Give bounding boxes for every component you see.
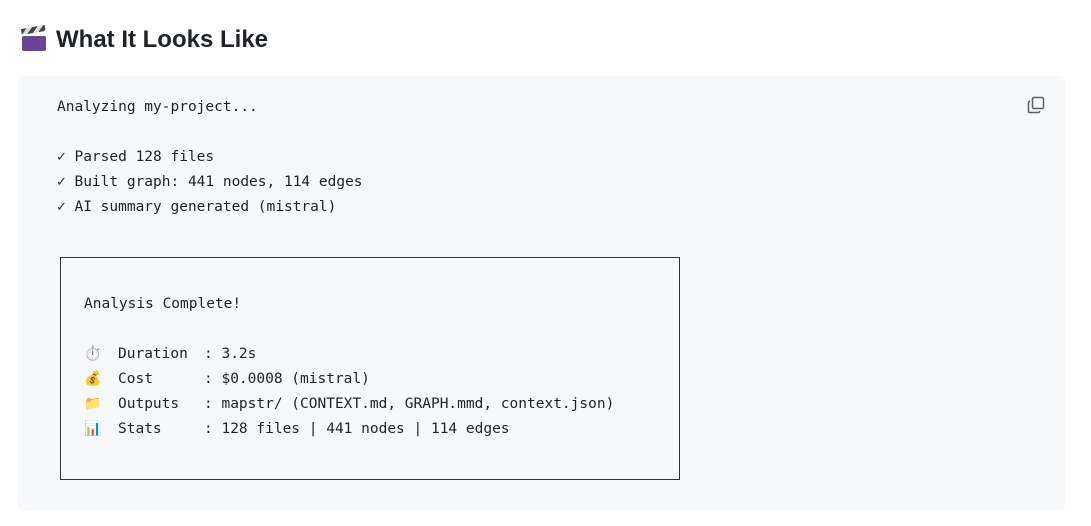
row-value: : mapstr/ (CONTEXT.md, GRAPH.mmd, contex… bbox=[204, 396, 615, 412]
code-block bbox=[18, 76, 1065, 510]
output-line: ✓ Built graph: 441 nodes, 114 edges bbox=[57, 174, 363, 190]
summary-box bbox=[60, 257, 680, 480]
bar-chart-icon: 📊 bbox=[84, 421, 102, 437]
output-line: Analyzing my-project... bbox=[57, 99, 258, 115]
output-line: ✓ Parsed 128 files bbox=[57, 149, 215, 165]
section-heading: What It Looks Like bbox=[20, 24, 269, 54]
clapper-board-icon bbox=[20, 24, 46, 51]
summary-row-stats: 📊 Stats : 128 files | 441 nodes | 114 ed… bbox=[84, 421, 510, 437]
summary-row-duration: ⏱️ Duration : 3.2s bbox=[84, 346, 256, 362]
summary-title: Analysis Complete! bbox=[84, 296, 242, 312]
row-value: : 128 files | 441 nodes | 114 edges bbox=[204, 421, 510, 437]
summary-row-outputs: 📁 Outputs : mapstr/ (CONTEXT.md, GRAPH.m… bbox=[84, 396, 614, 412]
heading-title: What It Looks Like bbox=[56, 26, 269, 53]
copy-icon[interactable] bbox=[1026, 95, 1046, 115]
row-value: : 3.2s bbox=[204, 346, 257, 362]
row-label: Cost bbox=[118, 371, 153, 387]
summary-row-cost: 💰 Cost : $0.0008 (mistral) bbox=[84, 371, 370, 387]
output-line: ✓ AI summary generated (mistral) bbox=[57, 199, 337, 215]
money-bag-icon: 💰 bbox=[84, 371, 102, 387]
row-label: Stats bbox=[118, 421, 162, 437]
row-label: Outputs bbox=[118, 396, 180, 412]
folder-icon: 📁 bbox=[84, 396, 102, 412]
stopwatch-icon: ⏱️ bbox=[84, 346, 102, 362]
row-label: Duration bbox=[118, 346, 188, 362]
row-value: : $0.0008 (mistral) bbox=[204, 371, 370, 387]
